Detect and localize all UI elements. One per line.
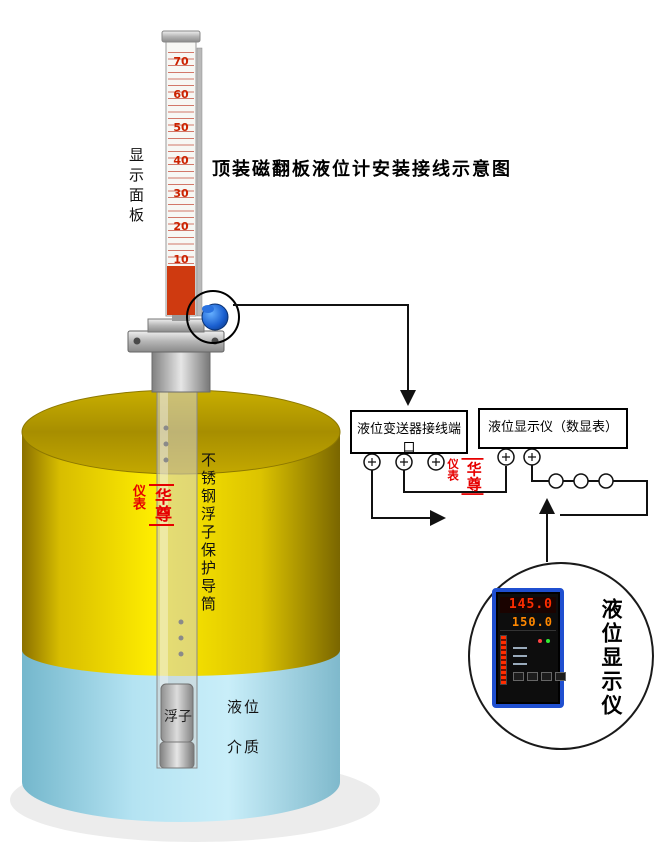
row-terminals xyxy=(548,473,614,489)
button xyxy=(527,672,538,681)
scale-number: 30 xyxy=(173,187,189,200)
wire-to-right xyxy=(560,480,648,516)
wire-valve-to-transmitter-box xyxy=(233,304,416,406)
brand-big-text: 华尊 xyxy=(461,458,484,495)
brand-small-text: 仪表 xyxy=(444,458,458,481)
brand-watermark-tank: 仪表 华尊 xyxy=(128,484,174,526)
gauge-red-section xyxy=(167,266,195,315)
display-panel-label: 显示面板 xyxy=(127,147,145,227)
float-guide-tube xyxy=(156,351,198,769)
display-unit-label: 液位显示仪 xyxy=(599,598,623,718)
bargraph-indicator xyxy=(500,635,507,685)
scale-number: 40 xyxy=(173,154,189,167)
gauge-scale-ticks xyxy=(168,52,194,266)
label-dash xyxy=(513,647,527,649)
label-dash xyxy=(513,663,527,665)
display-instrument-box: 液位显示仪（数显表） xyxy=(478,408,628,449)
tube-bottom-plug xyxy=(159,741,195,769)
scale-number: 20 xyxy=(173,220,189,233)
scale-number: 60 xyxy=(173,88,189,101)
scale-number: 10 xyxy=(173,253,189,266)
brand-big-text: 华尊 xyxy=(149,484,174,526)
display-box-label: 液位显示仪（数显表） xyxy=(487,420,618,435)
display-middle-panel xyxy=(500,635,566,685)
brand-small-text: 仪表 xyxy=(130,484,145,510)
button xyxy=(541,672,552,681)
front-buttons xyxy=(513,672,566,681)
red-led xyxy=(538,639,542,643)
wire-out-arrow xyxy=(371,470,446,526)
display-reading-bottom: 150.0 xyxy=(500,615,556,631)
display-box-terminals xyxy=(497,448,541,466)
liquid-level-label: 液位 xyxy=(227,698,262,716)
digital-display-device: 145.0 150.0 xyxy=(492,588,566,708)
brand-watermark-wiring: 仪表 华尊 xyxy=(443,458,484,495)
detail-circle xyxy=(186,290,240,344)
transmitter-valve xyxy=(186,290,240,344)
terminals xyxy=(363,448,614,489)
float-label: 浮子 xyxy=(164,709,192,725)
scale-number: 50 xyxy=(173,121,189,134)
button xyxy=(513,672,524,681)
transmitter-terminals xyxy=(363,453,445,471)
button xyxy=(555,672,566,681)
display-keypad-panel xyxy=(507,635,566,685)
medium-label: 介质 xyxy=(227,738,262,756)
diagram-title: 顶装磁翻板液位计安装接线示意图 xyxy=(212,159,512,180)
green-led xyxy=(546,639,550,643)
transmitter-box-label: 液位变送器接线端口 xyxy=(356,422,461,456)
wire-box2-drop xyxy=(531,464,541,482)
scale-number: 70 xyxy=(173,55,189,68)
display-unit-callout: 145.0 150.0 液位显 xyxy=(468,562,654,750)
wire-box1-to-box2 xyxy=(403,466,507,493)
transmitter-terminal-box: 液位变送器接线端口 xyxy=(350,410,468,456)
guide-tube-label: 不锈钢浮子保护导筒 xyxy=(199,452,217,614)
label-dash xyxy=(513,655,527,657)
display-reading-top: 145.0 xyxy=(500,597,556,613)
